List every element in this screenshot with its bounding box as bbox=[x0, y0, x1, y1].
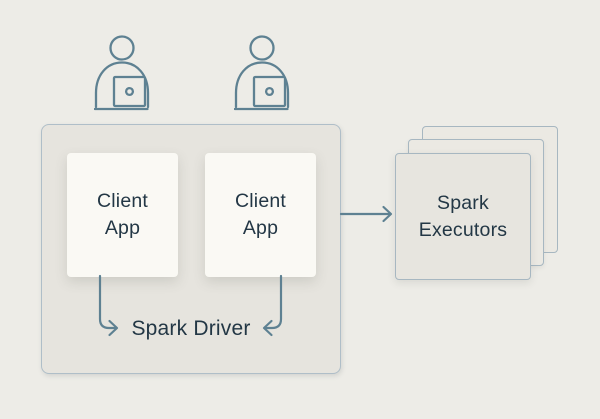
client-app-label: Client App bbox=[96, 190, 149, 239]
client-app-card: Client App bbox=[67, 153, 178, 277]
person-at-laptop-icon bbox=[234, 32, 294, 112]
spark-driver-label: Spark Driver bbox=[131, 317, 251, 340]
person-at-laptop-icon bbox=[94, 32, 154, 112]
spark-driver-container: Client App Client App Spark Driver bbox=[41, 124, 341, 374]
client-app-label: Client App bbox=[234, 190, 287, 239]
spark-executors-label: Spark Executors bbox=[418, 191, 508, 241]
client-app-card: Client App bbox=[205, 153, 316, 277]
spark-executors-stack: Spark Executors bbox=[395, 126, 559, 281]
executor-card-front: Spark Executors bbox=[395, 153, 531, 280]
driver-to-executors-arrow bbox=[339, 205, 393, 223]
